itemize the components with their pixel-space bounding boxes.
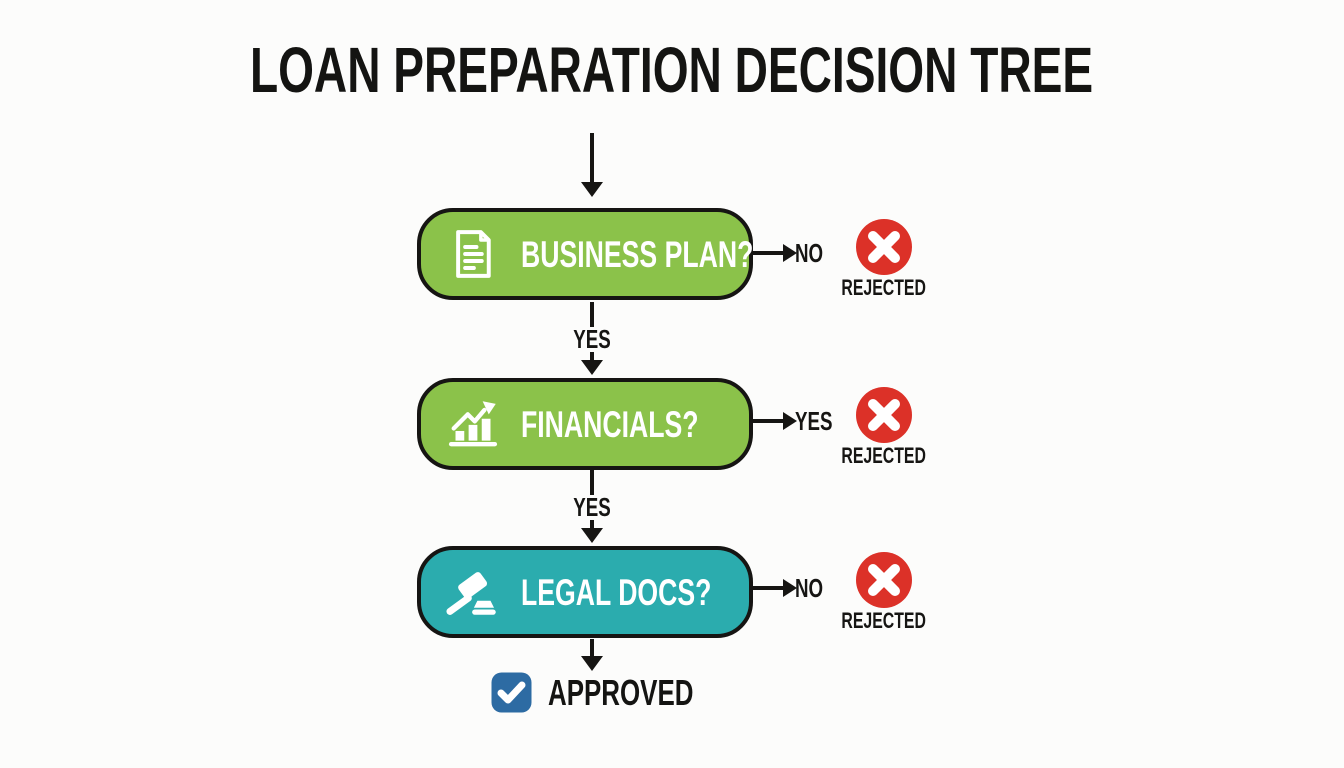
yes-label: YES: [562, 494, 622, 520]
rejected-label: REJECTED: [841, 608, 927, 633]
yes-label: YES: [562, 326, 622, 352]
branch-label: YES: [795, 406, 833, 436]
node-financials: FINANCIALS?: [417, 378, 753, 470]
branch-label: NO: [795, 573, 824, 603]
document-icon: [445, 226, 501, 282]
node-legal-docs: LEGAL DOCS?: [417, 546, 753, 638]
node-label: BUSINESS PLAN?: [521, 233, 754, 275]
checkbox-check-icon: [491, 672, 532, 713]
node-label: LEGAL DOCS?: [521, 571, 712, 613]
rejected-label: REJECTED: [841, 443, 927, 468]
arrow-down-start-icon: [581, 133, 603, 197]
rejected-label: REJECTED: [841, 275, 927, 300]
arrow-down-approved-icon: [581, 639, 603, 671]
page-title: LOAN PREPARATION DECISION TREE: [250, 34, 1094, 106]
approved-label: APPROVED: [548, 672, 694, 713]
bar-chart-icon: [445, 396, 501, 452]
x-circle-icon: [855, 218, 913, 276]
x-circle-icon: [855, 386, 913, 444]
node-label: FINANCIALS?: [521, 403, 699, 445]
gavel-icon: [445, 564, 501, 620]
branch-label: NO: [795, 238, 824, 268]
node-business-plan: BUSINESS PLAN?: [417, 208, 753, 300]
x-circle-icon: [855, 551, 913, 609]
